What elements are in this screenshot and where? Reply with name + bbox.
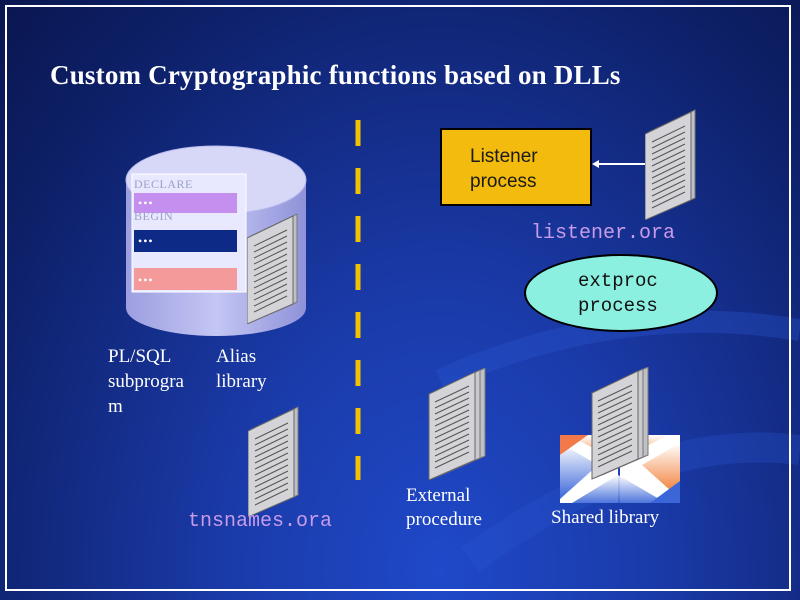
listener-process-box: Listener process [440,128,592,206]
tnsnames-document-icon [248,406,299,517]
slide-frame [5,5,791,591]
plsql-label-line1: PL/SQL [108,346,172,367]
alias-label-line1: Alias [216,346,257,367]
dashed-divider [355,120,361,480]
listener-connector-arrow [592,160,650,168]
declare-bar [134,193,237,213]
plsql-label-line2: subprogra [108,371,184,392]
plsql-label-line3: m [108,396,123,417]
extproc-process-ellipse: extproc process [524,254,718,332]
listener-label-line2: process [470,171,537,192]
begin-bar [134,230,237,252]
listener-ora-document-icon [645,109,696,220]
shared-library-document-stack-icon [591,367,649,480]
tnsnames-label: tnsnames.ora [188,510,333,533]
external-procedure-document-stack-icon [428,368,486,481]
begin-dots: ••• [138,234,154,248]
end-bar [134,268,237,290]
end-dots: ••• [138,273,154,287]
extproc-label-line1: extproc [578,270,658,292]
extproc-label-line2: process [578,295,658,317]
listener-label-line1: Listener [470,146,538,167]
alias-label-line2: library [216,371,267,392]
listener-ora-label: listener.ora [531,222,676,245]
slide-title: Custom Cryptographic functions based on … [50,60,621,90]
shared-library-label: Shared library [551,507,660,528]
external-procedure-label-line1: External [406,485,471,506]
declare-label: DECLARE [134,177,193,191]
alias-library-document-icon [247,213,298,324]
external-procedure-label-line2: procedure [406,509,482,530]
declare-dots: ••• [138,196,154,210]
begin-label: BEGIN [134,209,174,223]
